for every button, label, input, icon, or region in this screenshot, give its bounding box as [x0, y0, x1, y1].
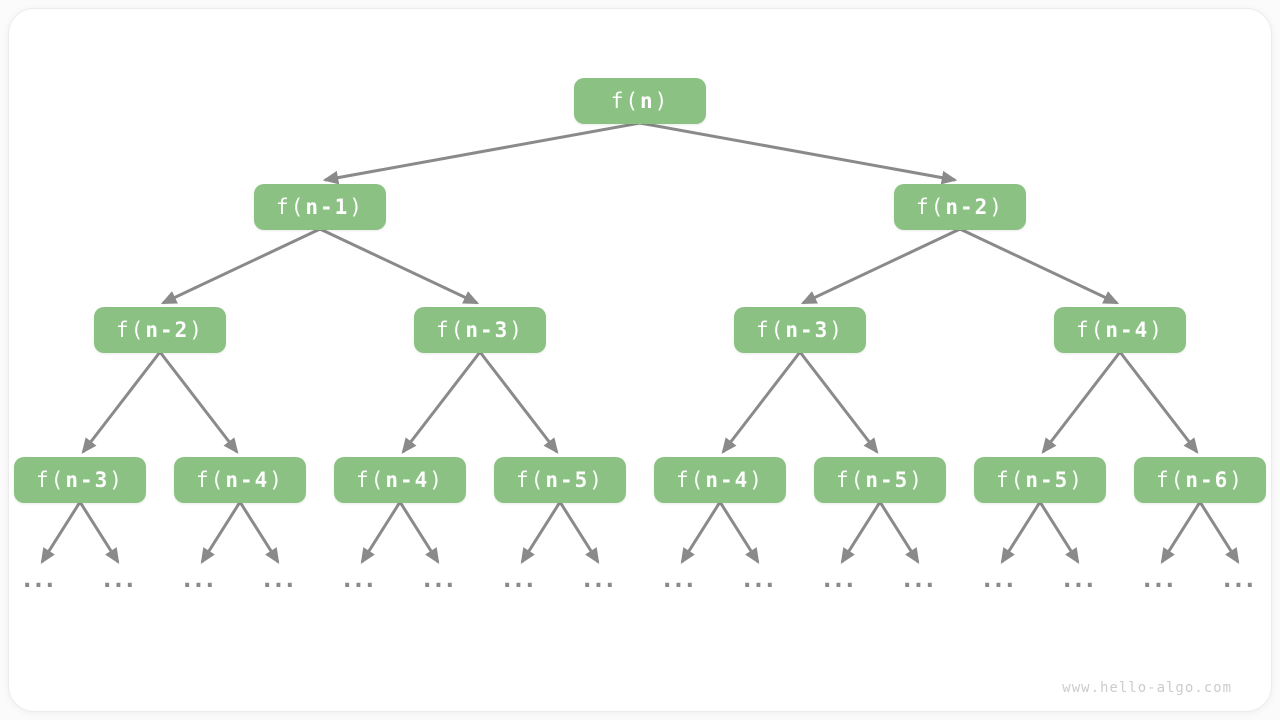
- node-label-arg: n-3: [465, 317, 510, 342]
- node-label-suffix: ): [269, 467, 284, 492]
- node-label-arg: n-3: [65, 467, 110, 492]
- ellipsis: ...: [582, 568, 618, 593]
- node-label-suffix: ): [1229, 467, 1244, 492]
- node-label-prefix: f(: [36, 467, 66, 492]
- node-label-prefix: f(: [610, 88, 640, 113]
- tree-node-l4-1: f(n-4): [174, 457, 306, 503]
- ellipsis: ...: [982, 568, 1018, 593]
- node-label-suffix: ): [189, 317, 204, 342]
- node-label-prefix: f(: [1156, 467, 1186, 492]
- ellipsis: ...: [662, 568, 698, 593]
- ellipsis: ...: [1062, 568, 1098, 593]
- watermark: www.hello-algo.com: [1062, 680, 1232, 696]
- node-label-prefix: f(: [116, 317, 146, 342]
- node-label-suffix: ): [749, 467, 764, 492]
- node-label-prefix: f(: [756, 317, 786, 342]
- tree-node-l4-2: f(n-4): [334, 457, 466, 503]
- node-label-prefix: f(: [196, 467, 226, 492]
- tree-node-l2-1: f(n-2): [894, 184, 1026, 230]
- ellipsis: ...: [1222, 568, 1258, 593]
- tree-node-l4-3: f(n-5): [494, 457, 626, 503]
- ellipsis: ...: [262, 568, 298, 593]
- ellipsis: ...: [342, 568, 378, 593]
- node-label-prefix: f(: [1076, 317, 1106, 342]
- node-label-arg: n-1: [305, 194, 350, 219]
- node-label-arg: n-4: [385, 467, 430, 492]
- node-label-suffix: ): [1149, 317, 1164, 342]
- tree-node-l4-0: f(n-3): [14, 457, 146, 503]
- node-label-arg: n-4: [225, 467, 270, 492]
- node-label-arg: n-4: [705, 467, 750, 492]
- node-label-arg: n-3: [785, 317, 830, 342]
- node-label-prefix: f(: [676, 467, 706, 492]
- node-label-suffix: ): [989, 194, 1004, 219]
- ellipsis: ...: [1142, 568, 1178, 593]
- node-label-arg: n-6: [1185, 467, 1230, 492]
- node-label-prefix: f(: [516, 467, 546, 492]
- node-label-arg: n-2: [145, 317, 190, 342]
- ellipsis: ...: [22, 568, 58, 593]
- ellipsis: ...: [422, 568, 458, 593]
- node-label-suffix: ): [654, 88, 670, 113]
- node-label-suffix: ): [509, 317, 524, 342]
- node-label-suffix: ): [349, 194, 364, 219]
- node-label-prefix: f(: [276, 194, 306, 219]
- node-label-prefix: f(: [836, 467, 866, 492]
- tree-node-l4-7: f(n-6): [1134, 457, 1266, 503]
- node-label-arg: n-2: [945, 194, 990, 219]
- ellipsis: ...: [182, 568, 218, 593]
- node-label-prefix: f(: [996, 467, 1026, 492]
- node-label-suffix: ): [1069, 467, 1084, 492]
- tree-node-l4-6: f(n-5): [974, 457, 1106, 503]
- tree-node-l3-2: f(n-3): [734, 307, 866, 353]
- node-label-arg: n-5: [1025, 467, 1070, 492]
- tree-node-l3-1: f(n-3): [414, 307, 546, 353]
- node-label-arg: n-5: [545, 467, 590, 492]
- ellipsis: ...: [502, 568, 538, 593]
- tree-node-l2-0: f(n-1): [254, 184, 386, 230]
- ellipsis: ...: [902, 568, 938, 593]
- node-label-suffix: ): [909, 467, 924, 492]
- tree-node-l3-3: f(n-4): [1054, 307, 1186, 353]
- node-label-prefix: f(: [436, 317, 466, 342]
- node-label-suffix: ): [429, 467, 444, 492]
- ellipsis: ...: [742, 568, 778, 593]
- ellipsis: ...: [102, 568, 138, 593]
- tree-node-l3-0: f(n-2): [94, 307, 226, 353]
- tree-node-l4-4: f(n-4): [654, 457, 786, 503]
- node-label-arg: n: [639, 88, 655, 113]
- node-label-prefix: f(: [916, 194, 946, 219]
- node-label-suffix: ): [829, 317, 844, 342]
- node-label-suffix: ): [589, 467, 604, 492]
- tree-node-l4-5: f(n-5): [814, 457, 946, 503]
- ellipsis: ...: [822, 568, 858, 593]
- node-label-arg: n-4: [1105, 317, 1150, 342]
- tree-node-root: f(n): [574, 78, 706, 124]
- node-label-suffix: ): [109, 467, 124, 492]
- node-label-arg: n-5: [865, 467, 910, 492]
- node-label-prefix: f(: [356, 467, 386, 492]
